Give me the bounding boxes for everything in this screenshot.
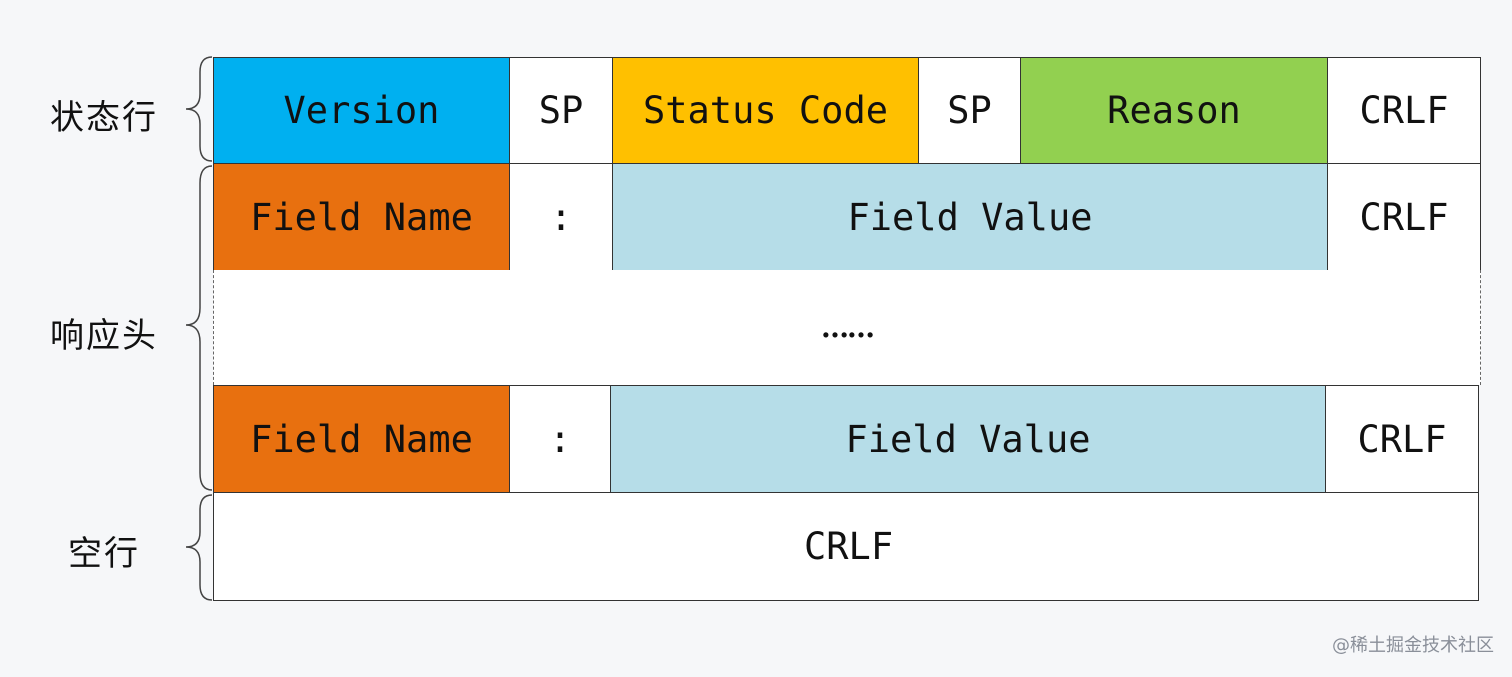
status-line-brace <box>185 56 213 162</box>
status-code-cell: Status Code <box>612 57 919 164</box>
colon-cell: : <box>509 385 611 493</box>
field-name-cell: Field Name <box>213 163 510 271</box>
reason-cell: Reason <box>1020 57 1328 164</box>
section-label-status-line: 状态行 <box>50 98 158 138</box>
version-cell: Version <box>213 57 510 164</box>
watermark-text: @稀土掘金技术社区 <box>1332 635 1494 656</box>
field-value-cell: Field Value <box>612 163 1328 271</box>
section-label-headers: 响应头 <box>50 316 158 356</box>
crlf-cell: CRLF <box>1327 163 1481 271</box>
sp-cell-2: SP <box>918 57 1021 164</box>
headers-brace <box>185 165 213 491</box>
colon-cell: : <box>509 163 613 271</box>
blank-line-crlf-cell: CRLF <box>213 492 1479 601</box>
ellipsis-row: …… <box>213 270 1481 385</box>
section-label-blank-line: 空行 <box>68 534 140 574</box>
field-value-cell: Field Value <box>610 385 1326 493</box>
crlf-cell: CRLF <box>1325 385 1479 493</box>
field-name-cell: Field Name <box>213 385 510 493</box>
sp-cell-1: SP <box>509 57 613 164</box>
blank-line-brace <box>185 494 213 601</box>
ellipsis-text: …… <box>821 311 875 344</box>
crlf-cell: CRLF <box>1327 57 1481 164</box>
